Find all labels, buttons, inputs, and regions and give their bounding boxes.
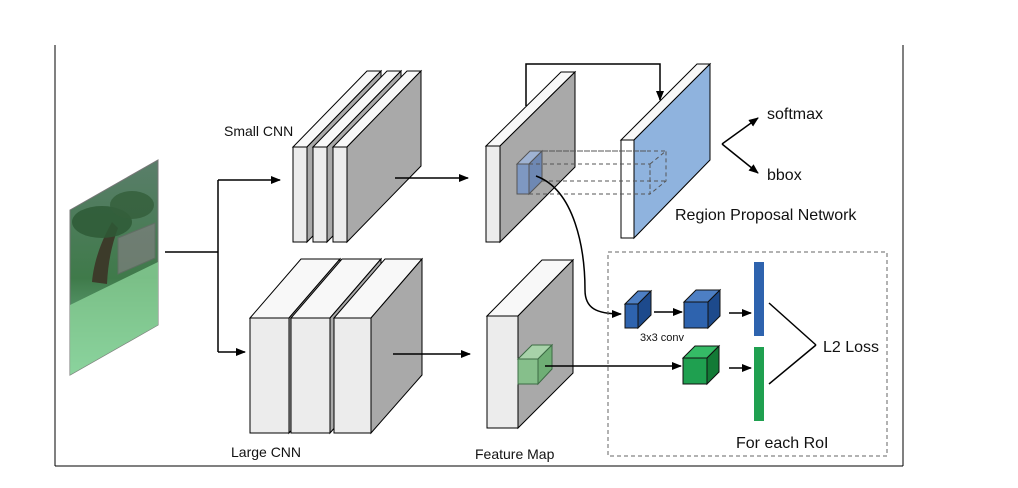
green-feature-vector bbox=[754, 347, 764, 421]
softmax-label: softmax bbox=[767, 106, 823, 123]
rpn-feedback-connector bbox=[525, 63, 664, 106]
small-cnn-label: Small CNN bbox=[224, 123, 293, 139]
per-roi-box bbox=[607, 251, 888, 457]
bbox-label: bbox bbox=[767, 167, 802, 184]
feature-map-label: Feature Map bbox=[475, 446, 555, 462]
small-roi-box bbox=[515, 149, 544, 196]
rpn-projection-lines bbox=[529, 149, 667, 196]
input-image bbox=[69, 159, 159, 376]
large-blue-cube bbox=[682, 288, 722, 330]
conv-label: 3x3 conv bbox=[640, 332, 685, 344]
rpn-label: Region Proposal Network bbox=[675, 207, 857, 224]
small-cnn-layer-3 bbox=[331, 69, 423, 244]
small-cnn-layers bbox=[291, 69, 423, 244]
blue-feature-vector bbox=[754, 262, 764, 336]
large-cnn-layer-3 bbox=[332, 257, 424, 435]
small-blue-cube bbox=[623, 289, 653, 330]
large-roi-cube bbox=[516, 343, 554, 386]
large-cnn-label: Large CNN bbox=[231, 444, 301, 460]
l2-loss-connector bbox=[768, 302, 817, 385]
large-cnn-layers bbox=[248, 257, 424, 435]
figure-frame bbox=[54, 45, 904, 467]
green-cube bbox=[681, 344, 721, 386]
l2-loss-label: L2 Loss bbox=[823, 339, 879, 356]
branch-connector bbox=[165, 176, 281, 356]
large-feature-map bbox=[485, 258, 575, 430]
for-each-roi-label: For each RoI bbox=[736, 435, 828, 452]
rpn-output-arrows bbox=[721, 117, 759, 174]
roi-to-conv-curve bbox=[535, 175, 622, 318]
